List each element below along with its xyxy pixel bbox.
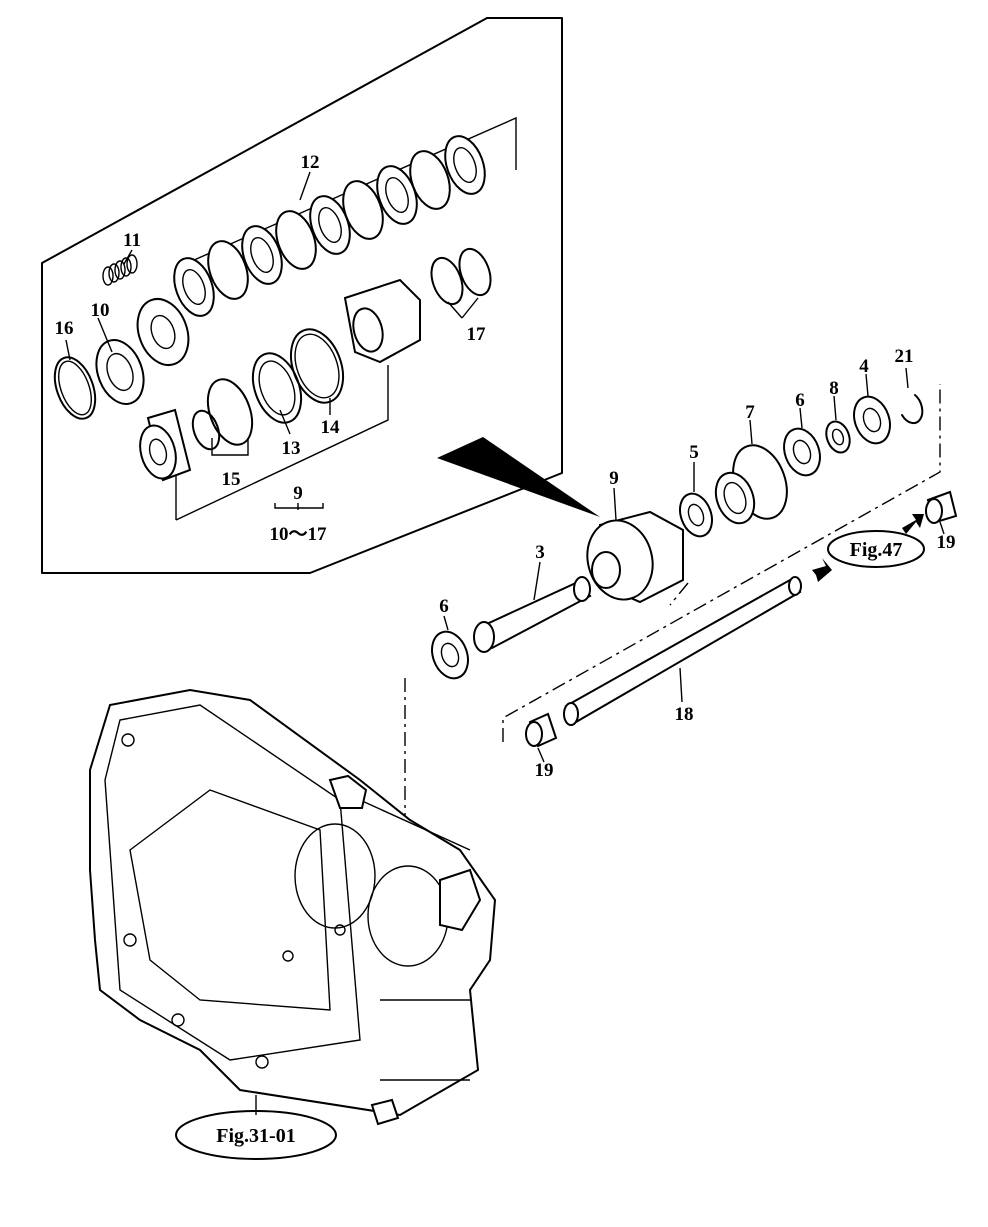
callout-11: 11 xyxy=(123,230,141,251)
callout-14: 14 xyxy=(321,417,341,438)
arrow-right-icon xyxy=(902,514,924,534)
snap-ring-16 xyxy=(53,356,97,420)
callout-12: 12 xyxy=(301,152,320,173)
shaft-18 xyxy=(563,576,802,726)
callout-7: 7 xyxy=(745,402,755,423)
callout-labels: 12 11 10 16 17 14 13 15 9 10～17 21 4 8 6… xyxy=(55,152,956,1147)
clutch-plate-stack xyxy=(136,116,517,366)
snap-ring-21 xyxy=(901,394,924,425)
callout-19-lower: 19 xyxy=(535,760,554,781)
detail-inset-panel xyxy=(41,17,600,574)
o-rings-17 xyxy=(430,247,492,306)
callout-range: 10～17 xyxy=(269,524,327,545)
callout-13: 13 xyxy=(282,438,301,459)
arrow-right-icon xyxy=(812,558,832,582)
retainer-plate-10 xyxy=(95,339,145,405)
bearing-5 xyxy=(679,492,713,538)
callout-18: 18 xyxy=(675,704,694,725)
spring-11 xyxy=(102,254,138,286)
piston-hub-assembly xyxy=(139,278,421,521)
collar-8 xyxy=(825,420,851,454)
callout-3: 3 xyxy=(535,542,545,563)
callout-17-inset: 17 xyxy=(467,324,487,345)
fig47-oval xyxy=(827,530,925,568)
callout-8: 8 xyxy=(829,378,839,399)
callout-21: 21 xyxy=(895,346,914,367)
callout-10: 10 xyxy=(91,300,110,321)
clutch-pack-9 xyxy=(586,510,684,604)
callout-15: 15 xyxy=(222,469,241,490)
callout-5: 5 xyxy=(689,442,699,463)
transmission-housing xyxy=(89,688,497,1126)
callout-6-right: 6 xyxy=(795,390,805,411)
fig31-reference[interactable]: Fig.31-01 xyxy=(216,1125,295,1147)
gear-7 xyxy=(714,444,788,525)
bearing-6-left xyxy=(431,630,469,680)
callout-19-upper: 19 xyxy=(937,532,956,553)
callout-4: 4 xyxy=(859,356,869,377)
callout-6-left: 6 xyxy=(439,596,449,617)
shaft-3 xyxy=(473,576,592,653)
main-leader-lines xyxy=(443,367,945,763)
callout-16: 16 xyxy=(55,318,74,339)
bearing-6-right xyxy=(783,427,821,477)
arrow-icons xyxy=(812,514,924,582)
callout-9-main: 9 xyxy=(609,468,619,489)
fig47-reference[interactable]: Fig.47 xyxy=(850,539,903,561)
bush-19-upper xyxy=(925,490,958,524)
bearing-4 xyxy=(853,395,891,445)
detail-pointer xyxy=(437,437,600,517)
fig31-oval xyxy=(175,1110,337,1160)
bush-19-lower xyxy=(525,712,558,748)
callout-9-inset: 9 xyxy=(293,483,303,504)
inset-leader-lines xyxy=(65,171,479,510)
